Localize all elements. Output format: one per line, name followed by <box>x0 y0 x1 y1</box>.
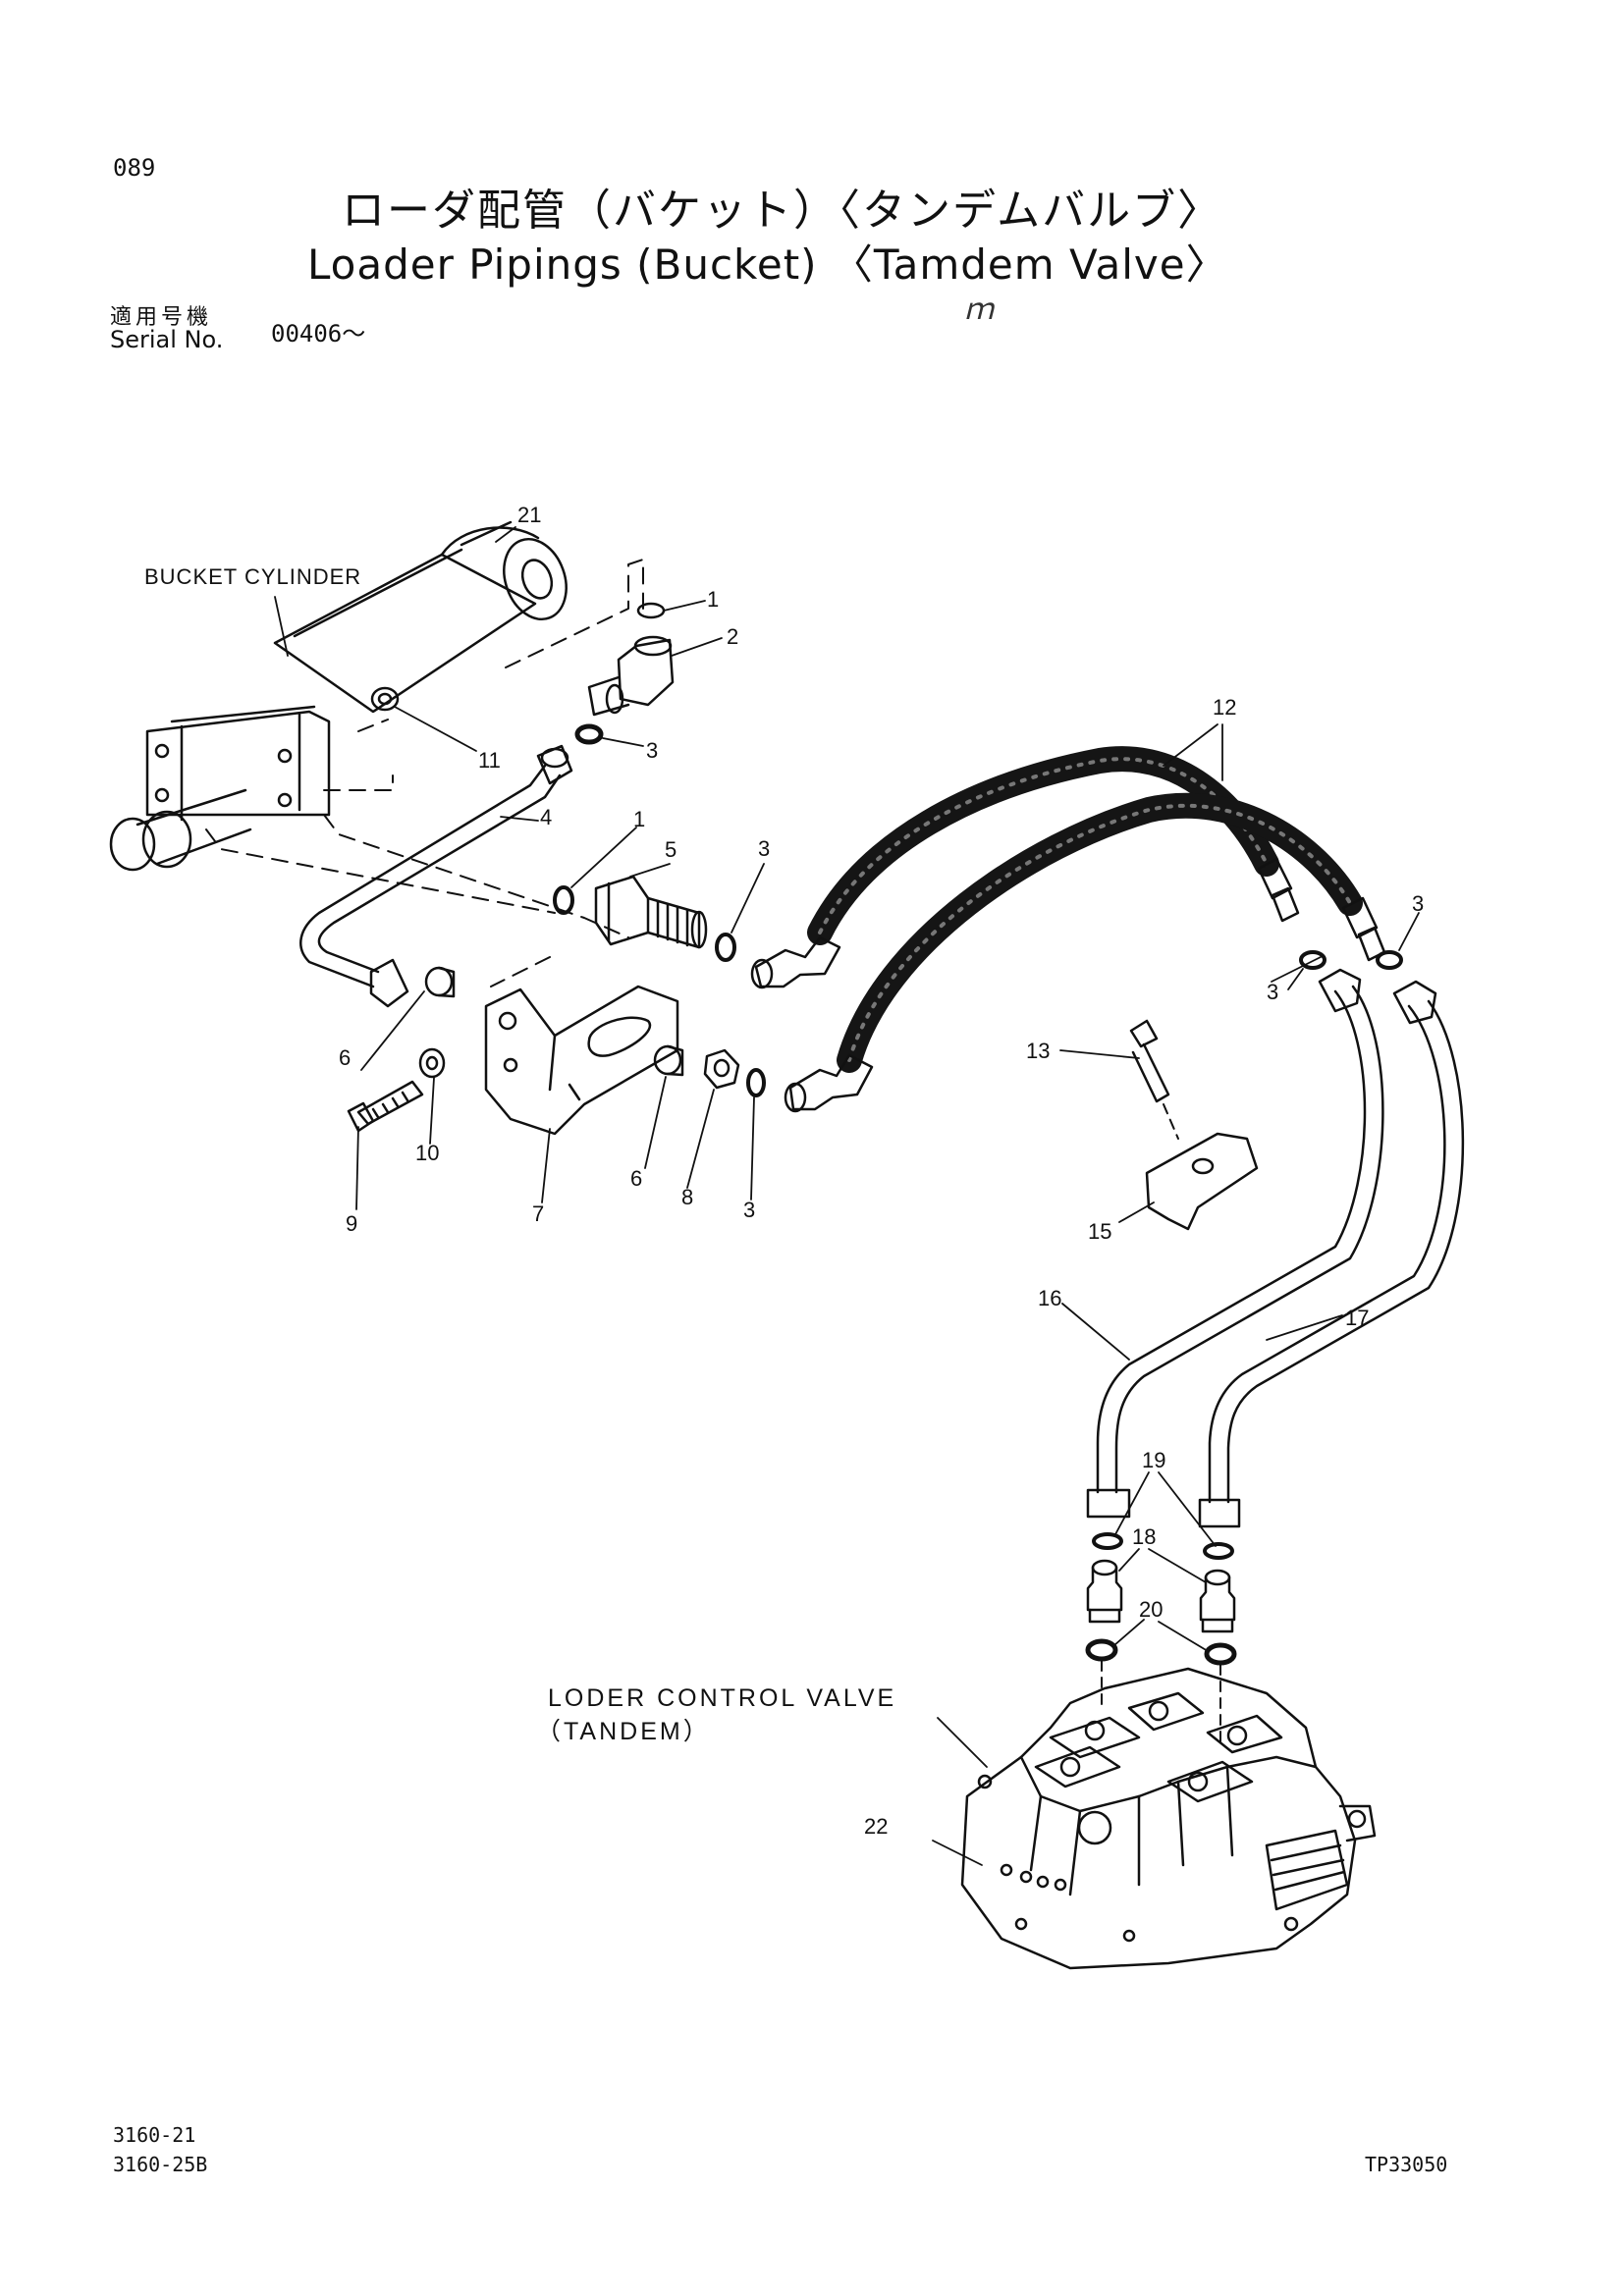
caption-control-valve-line2: （TANDEM） <box>536 1718 711 1745</box>
callout-3-top: 3 <box>646 738 658 763</box>
callout-6-right: 6 <box>630 1166 642 1191</box>
pipe-4 <box>299 744 573 1008</box>
serial-label-english: Serial No. <box>110 326 224 353</box>
adapter-18-right <box>1199 1569 1236 1633</box>
adapter-6-left <box>424 966 456 998</box>
callout-6-left: 6 <box>339 1045 351 1070</box>
bolt-9 <box>347 1080 424 1133</box>
callout-10: 10 <box>415 1141 439 1165</box>
callout-5: 5 <box>665 837 677 862</box>
callout-16: 16 <box>1038 1286 1061 1310</box>
o-ring-3-e <box>1376 950 1403 970</box>
callout-19: 19 <box>1142 1448 1165 1472</box>
callout-3-mid: 3 <box>758 836 770 861</box>
bracket-7 <box>484 985 679 1136</box>
handwritten-note: ｍ <box>964 293 994 327</box>
caption-control-valve-line1: LODER CONTROL VALVE <box>548 1684 896 1712</box>
callout-1-top: 1 <box>707 587 719 612</box>
callout-12: 12 <box>1213 695 1236 720</box>
control-valve-22 <box>960 1667 1377 1970</box>
footer-reference-2: 3160-25B <box>113 2153 208 2176</box>
callout-4: 4 <box>540 805 552 829</box>
footer-reference-1: 3160-21 <box>113 2123 196 2147</box>
adapter-18-left <box>1086 1559 1123 1624</box>
callout-8: 8 <box>681 1185 693 1209</box>
hose-12-lower <box>784 792 1386 1113</box>
callout-20: 20 <box>1139 1597 1163 1622</box>
o-ring-20-right <box>1204 1642 1237 1666</box>
callout-13: 13 <box>1026 1039 1050 1063</box>
callout-15: 15 <box>1088 1219 1111 1244</box>
page-number: 089 <box>113 154 156 182</box>
callout-3-bottom: 3 <box>743 1198 755 1222</box>
o-ring-19-left <box>1092 1532 1123 1550</box>
title-english: Loader Pipings (Bucket) 〈Tamdem Valve〉 <box>307 240 1228 289</box>
nut-8 <box>703 1048 740 1090</box>
callout-11: 11 <box>478 748 501 773</box>
o-ring-3-d <box>1299 950 1326 970</box>
o-ring-3-b <box>715 933 736 962</box>
o-ring-19-right <box>1203 1542 1234 1560</box>
serial-number-value: 00406～ <box>271 320 366 347</box>
o-ring-1-mid <box>553 885 574 915</box>
caption-bucket-cylinder: BUCKET CYLINDER <box>144 564 361 589</box>
callout-7: 7 <box>532 1201 544 1226</box>
o-ring-3-a <box>574 723 604 745</box>
nut-11 <box>370 686 400 712</box>
callout-1-mid: 1 <box>633 807 645 831</box>
o-ring-20-left <box>1085 1638 1118 1662</box>
clamp-15 <box>1145 1132 1259 1231</box>
callout-17: 17 <box>1345 1306 1369 1330</box>
o-ring-3-c <box>746 1068 766 1097</box>
callout-2: 2 <box>727 624 738 649</box>
serial-label-japanese: 適用号機 <box>110 305 213 330</box>
o-ring-1-top <box>636 602 666 619</box>
elbow-fitting-2 <box>587 635 675 717</box>
adapter-6-right <box>653 1044 684 1077</box>
pipe-17 <box>1198 980 1465 1528</box>
callout-3-right-lower: 3 <box>1267 980 1278 1004</box>
title-japanese: ローダ配管（バケット）〈タンデムバルブ〉 <box>342 186 1223 236</box>
callout-22: 22 <box>864 1814 888 1839</box>
callout-21: 21 <box>517 503 541 527</box>
fitting-5 <box>594 875 708 949</box>
bolt-13 <box>1129 1019 1170 1103</box>
bucket-cylinder <box>109 520 568 872</box>
washer-10 <box>418 1047 446 1079</box>
callout-18: 18 <box>1132 1524 1156 1549</box>
callout-3-right: 3 <box>1412 891 1424 916</box>
footer-code: TP33050 <box>1365 2153 1448 2176</box>
callout-9: 9 <box>346 1211 357 1236</box>
pipe-16 <box>1086 968 1384 1519</box>
